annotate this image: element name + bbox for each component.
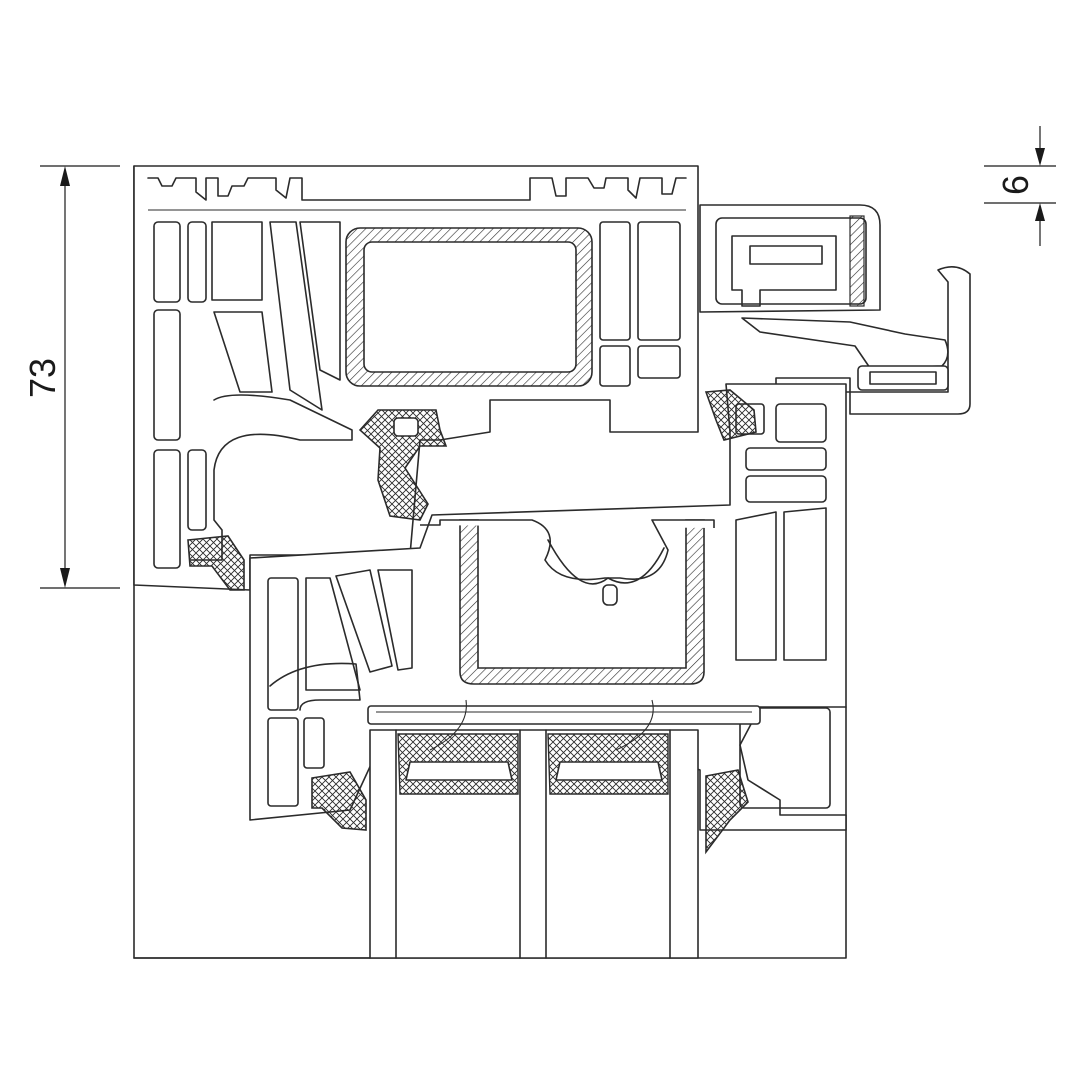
dimension-height-label: 73: [22, 358, 63, 398]
center-gasket: [358, 409, 448, 521]
dimension-height: 73: [22, 165, 120, 589]
glazing-gasket-left: [311, 771, 367, 831]
dimension-offset: 6: [984, 126, 1056, 246]
glazing-gasket-right: [705, 769, 749, 855]
dimension-offset-label: 6: [995, 175, 1036, 195]
sash-top-gasket: [704, 389, 757, 441]
gaskets: [187, 389, 757, 855]
frame-gasket: [187, 535, 245, 591]
glazing-unit: [367, 699, 761, 959]
fitting-hardware: [699, 204, 971, 415]
